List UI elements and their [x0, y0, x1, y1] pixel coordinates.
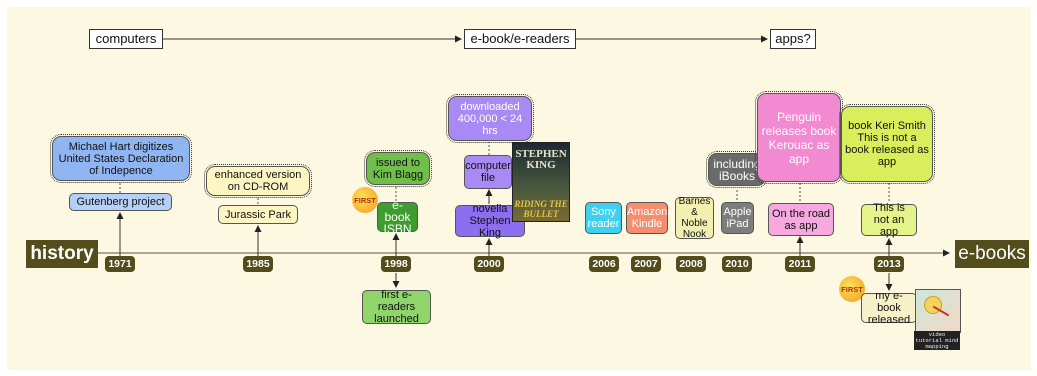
- history-label: history: [26, 240, 98, 268]
- connector-lines: [97, 35, 950, 291]
- downloaded-note: downloaded 400,000 < 24 hrs: [446, 94, 534, 143]
- flow-apps: apps?: [770, 29, 816, 49]
- book-cover-author: STEPHEN KING: [515, 148, 567, 171]
- isbn-note: issued to Kim Blagg: [364, 150, 432, 187]
- apple-ipad: Apple iPad: [721, 202, 754, 234]
- amazon-kindle: Amazon Kindle: [626, 202, 668, 234]
- year-2013: 2013: [874, 256, 904, 272]
- keri-smith-note: book Keri Smith This is not a book relea…: [839, 104, 935, 184]
- year-1971: 1971: [105, 256, 135, 272]
- mind-map-thumbnail: [915, 289, 961, 333]
- year-2007: 2007: [631, 256, 661, 272]
- first-badge-1998: FIRST: [352, 187, 378, 213]
- sony-reader: Sony reader: [585, 202, 622, 234]
- gutenberg-project: Gutenberg project: [69, 193, 172, 211]
- cdrom-note: enhanced version on CD-ROM: [204, 164, 312, 198]
- computer-file: computer file: [464, 155, 512, 189]
- flow-computers: computers: [89, 29, 163, 49]
- not-an-app: This is not an app: [861, 202, 917, 238]
- gutenberg-note: Michael Hart digitizes United States Dec…: [50, 134, 192, 183]
- my-ebook-released: my e-book released: [861, 290, 917, 326]
- year-2000: 2000: [474, 256, 504, 272]
- year-2008: 2008: [676, 256, 706, 272]
- penguin-note: Penguin releases book Kerouac as app: [755, 91, 843, 184]
- year-2006: 2006: [589, 256, 619, 272]
- book-cover-image: STEPHEN KING RIDING THE BULLET: [512, 142, 570, 222]
- year-2011: 2011: [785, 256, 815, 272]
- year-1985: 1985: [243, 256, 273, 272]
- flow-ebook-readers: e-book/e-readers: [464, 29, 576, 49]
- first-ereaders: first e-readers launched: [362, 289, 431, 325]
- timeline-canvas: computers e-book/e-readers apps? history…: [7, 7, 1031, 370]
- book-cover-title: RIDING THE BULLET: [514, 199, 568, 219]
- year-2010: 2010: [722, 256, 752, 272]
- including-ibooks: including iBooks: [706, 151, 768, 188]
- year-1998: 1998: [381, 256, 411, 272]
- video-caption: video tutorial mind mapping: [914, 331, 960, 350]
- ebooks-label: e-books: [955, 240, 1029, 268]
- first-badge-2013: FIRST: [839, 276, 865, 302]
- on-the-road-app: On the road as app: [768, 203, 834, 236]
- jurassic-park: Jurassic Park: [218, 205, 298, 224]
- barnes-noble-nook: Barnes & Noble Nook: [675, 196, 714, 240]
- ebook-isbn: e-book ISBN: [377, 199, 418, 235]
